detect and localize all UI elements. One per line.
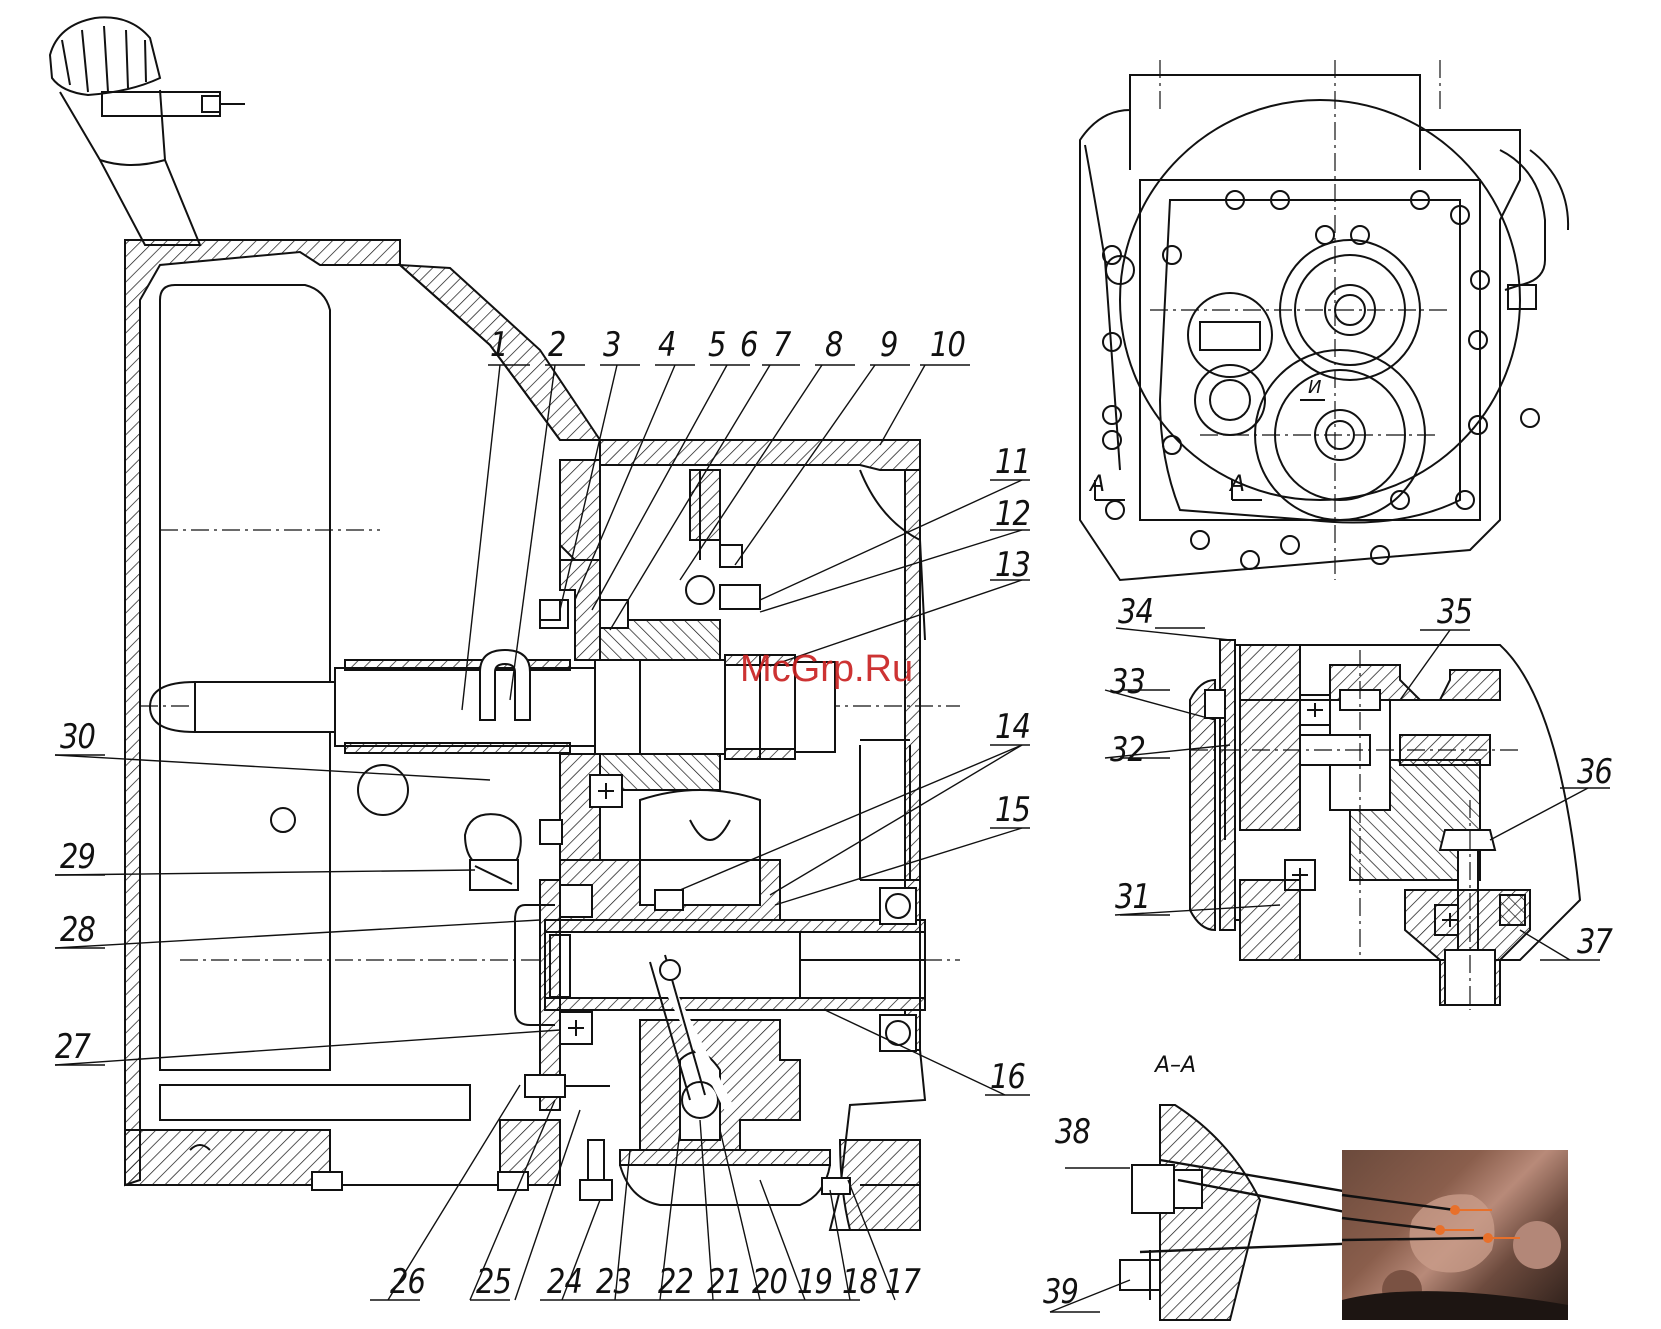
cut-mark-left: A [1090,472,1105,497]
callout-16: 16 [990,1060,1025,1094]
callout-5: 5 [708,328,726,362]
photo-inset [1342,1150,1568,1320]
callout-38: 38 [1055,1115,1090,1149]
callout-32: 32 [1110,733,1145,767]
mark-i: И [1308,377,1321,398]
callout-26: 26 [390,1265,425,1299]
callout-21: 21 [707,1265,742,1299]
callout-37: 37 [1577,925,1612,959]
callout-31: 31 [1115,880,1150,914]
callout-10: 10 [930,328,965,362]
callout-30: 30 [60,720,95,754]
callout-29: 29 [60,840,95,874]
section-title: A–A [1155,1053,1196,1078]
callout-7: 7 [773,328,791,362]
callout-24: 24 [547,1265,582,1299]
cut-mark-right: A [1230,472,1245,497]
detail-view-31-37 [1105,628,1610,1010]
callout-6: 6 [740,328,758,362]
callout-22: 22 [658,1265,693,1299]
callout-18: 18 [842,1265,877,1299]
callout-13: 13 [995,548,1030,582]
callout-3: 3 [603,328,621,362]
front-view [1080,60,1568,580]
callout-27: 27 [55,1030,90,1064]
callout-15: 15 [995,793,1030,827]
callout-23: 23 [596,1265,631,1299]
callout-9: 9 [880,328,898,362]
callout-1: 1 [490,328,508,362]
filler-cap [50,17,245,245]
callout-33: 33 [1110,665,1145,699]
callout-8: 8 [825,328,843,362]
callout-25: 25 [476,1265,511,1299]
callout-20: 20 [752,1265,787,1299]
callout-11: 11 [995,445,1030,479]
watermark: McGrp.Ru [740,648,913,691]
callout-19: 19 [797,1265,832,1299]
photo-detail-shapes [1342,1150,1568,1320]
callout-14: 14 [995,710,1030,744]
callout-2: 2 [548,328,566,362]
callout-34: 34 [1118,595,1153,629]
callout-12: 12 [995,497,1030,531]
callout-17: 17 [885,1265,920,1299]
callout-39: 39 [1043,1275,1078,1309]
callout-35: 35 [1437,595,1472,629]
output-shaft [545,920,925,1010]
callout-36: 36 [1577,755,1612,789]
callout-4: 4 [658,328,676,362]
callout-28: 28 [60,913,95,947]
